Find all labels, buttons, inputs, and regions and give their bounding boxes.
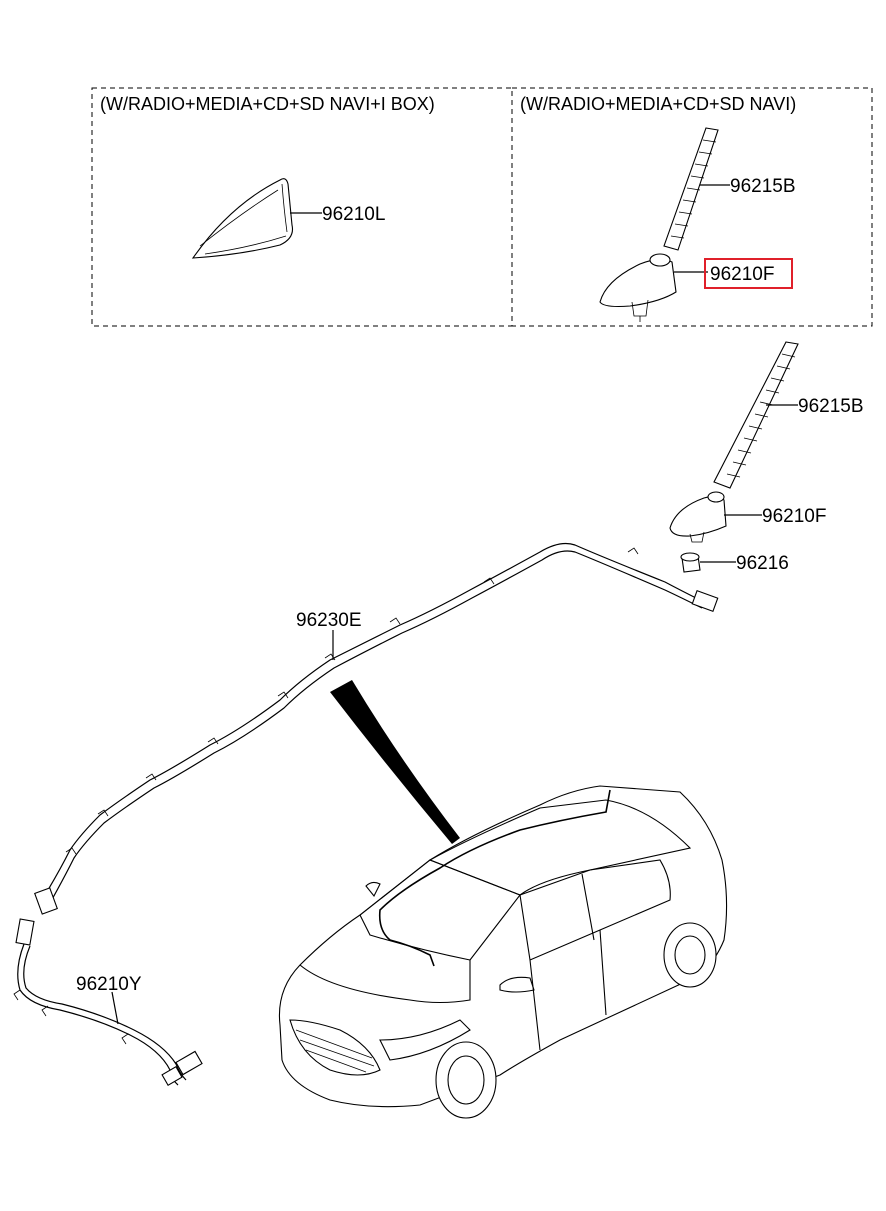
antenna-base-lower[interactable] [669, 491, 727, 543]
grommet-96216[interactable] [680, 552, 701, 573]
part-label-96210L[interactable]: 96210L [322, 204, 385, 225]
highlight-box [704, 258, 793, 289]
antenna-base-upper[interactable] [599, 253, 677, 322]
part-label-96230E[interactable]: 96230E [296, 610, 362, 631]
part-label-96215B-upper[interactable]: 96215B [730, 176, 796, 197]
option-box-navi: (W/RADIO+MEDIA+CD+SD NAVI) [511, 87, 873, 327]
part-label-96210Y[interactable]: 96210Y [76, 974, 142, 995]
location-pointer [330, 680, 460, 844]
leader-line-96210Y [111, 991, 119, 1025]
part-label-96210F-lower[interactable]: 96210F [762, 506, 826, 527]
vehicle-illustration [278, 785, 728, 1119]
feeder-cable-96230E[interactable] [34, 542, 719, 915]
option-header-navi-ibox: (W/RADIO+MEDIA+CD+SD NAVI+I BOX) [100, 94, 435, 114]
part-label-96215B-lower[interactable]: 96215B [798, 396, 864, 417]
antenna-mast-upper[interactable] [663, 127, 719, 251]
extension-cable-96210Y[interactable] [13, 918, 203, 1086]
option-box-navi-ibox: (W/RADIO+MEDIA+CD+SD NAVI+I BOX) [91, 87, 513, 327]
antenna-mast-lower[interactable] [713, 341, 799, 489]
option-header-navi: (W/RADIO+MEDIA+CD+SD NAVI) [520, 94, 796, 114]
shark-fin-antenna-96210L[interactable] [191, 178, 294, 259]
part-label-96216[interactable]: 96216 [736, 553, 789, 574]
part-label-96210F-highlighted[interactable]: 96210F [710, 264, 774, 285]
